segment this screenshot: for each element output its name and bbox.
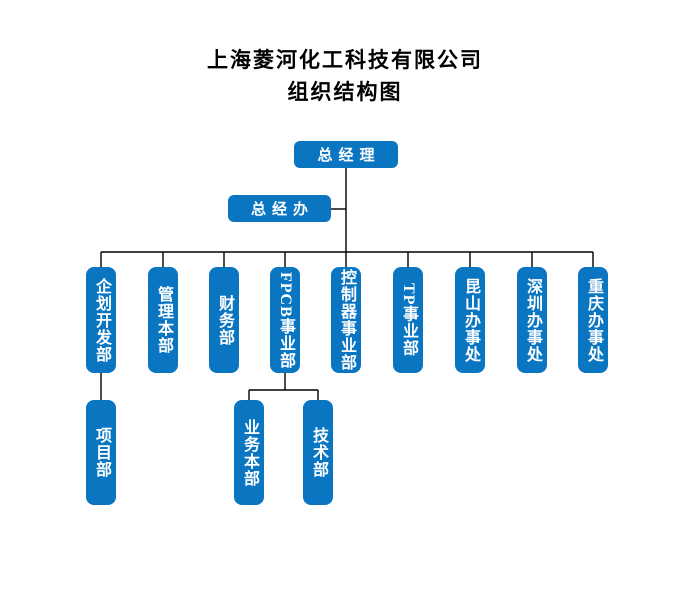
org-box-dept-business-hq: 业务本部 xyxy=(234,400,264,505)
org-box-dept-fpcb-division: FPCB事业部 xyxy=(270,267,300,373)
org-box-office-kunshan: 昆山办事处 xyxy=(455,267,485,373)
page-title: 上海菱河化工科技有限公司 xyxy=(207,48,483,72)
org-box-dept-finance: 财务部 xyxy=(209,267,239,373)
org-box-general-manager: 总经理 xyxy=(294,141,398,168)
org-box-dept-technology: 技术部 xyxy=(303,400,333,505)
org-box-office-shenzhen: 深圳办事处 xyxy=(517,267,547,373)
org-box-dept-planning-development: 企划开发部 xyxy=(86,267,116,373)
org-box-dept-project: 项目部 xyxy=(86,400,116,505)
org-box-gm-office: 总经办 xyxy=(228,195,331,222)
page-title-block: 上海菱河化工科技有限公司 组织结构图 xyxy=(0,44,690,108)
org-box-office-chongqing: 重庆办事处 xyxy=(578,267,608,373)
org-box-dept-controller-division: 控制器事业部 xyxy=(331,267,361,373)
page-subtitle: 组织结构图 xyxy=(287,80,403,104)
org-box-dept-management-hq: 管理本部 xyxy=(148,267,178,373)
org-box-dept-tp-division: TP事业部 xyxy=(393,267,423,373)
